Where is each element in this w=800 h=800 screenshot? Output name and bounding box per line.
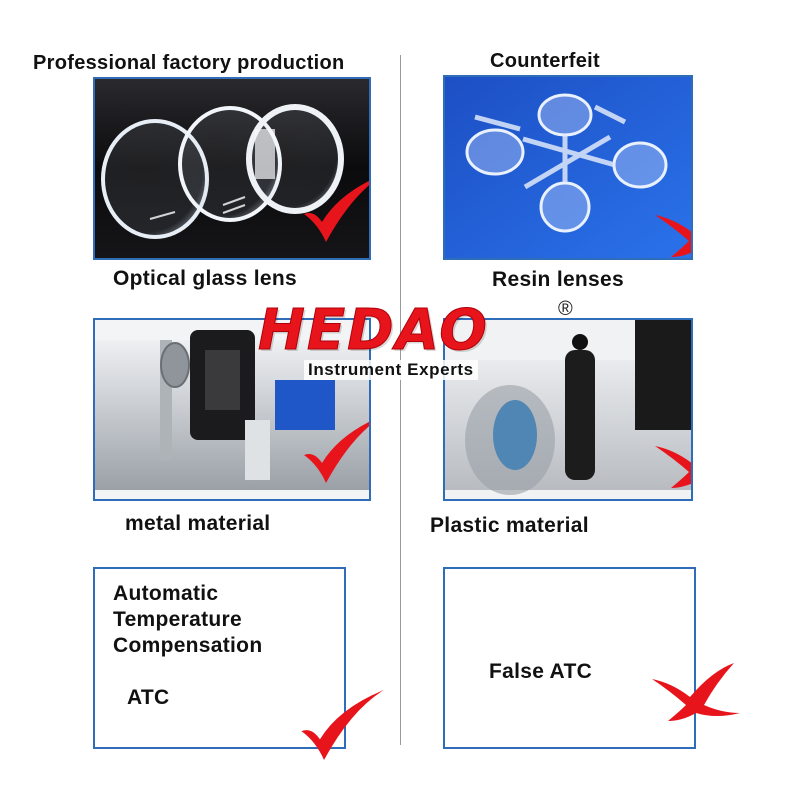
plastic-material-photo-frame	[443, 318, 693, 501]
atc-line-compensation: Compensation	[113, 634, 263, 657]
brand-logo: HEDAO ® Instrument Experts	[258, 298, 578, 390]
check-mark-icon	[304, 180, 369, 242]
registered-mark: ®	[558, 298, 573, 320]
atc-line-automatic: Automatic	[113, 582, 219, 605]
check-mark-icon	[304, 421, 369, 483]
right-heading: Counterfeit	[490, 50, 600, 72]
false-atc-label: False ATC	[489, 660, 593, 683]
atc-short-label: ATC	[127, 686, 170, 709]
atc-line-temperature: Temperature	[113, 608, 242, 631]
plastic-material-photo	[445, 320, 691, 499]
metal-material-photo-frame	[93, 318, 371, 501]
brand-tagline: Instrument Experts	[304, 360, 478, 380]
check-mark-icon	[301, 690, 384, 760]
center-divider	[400, 55, 401, 745]
cross-mark-icon	[655, 446, 691, 488]
cross-mark-icon	[652, 663, 740, 721]
false-atc-box: False ATC	[443, 567, 696, 749]
optical-lens-caption: Optical glass lens	[113, 267, 297, 290]
optical-lens-photo-frame	[93, 77, 371, 260]
atc-box: Automatic Temperature Compensation ATC	[93, 567, 346, 749]
left-heading: Professional factory production	[33, 52, 345, 74]
resin-lens-caption: Resin lenses	[492, 268, 624, 291]
cross-mark-icon	[655, 215, 691, 257]
metal-material-caption: metal material	[125, 512, 271, 535]
resin-lens-photo-frame	[443, 75, 693, 260]
resin-lens-photo	[445, 77, 691, 258]
optical-lens-photo	[95, 79, 369, 258]
brand-name: HEDAO	[258, 298, 489, 364]
plastic-material-caption: Plastic material	[430, 514, 589, 537]
